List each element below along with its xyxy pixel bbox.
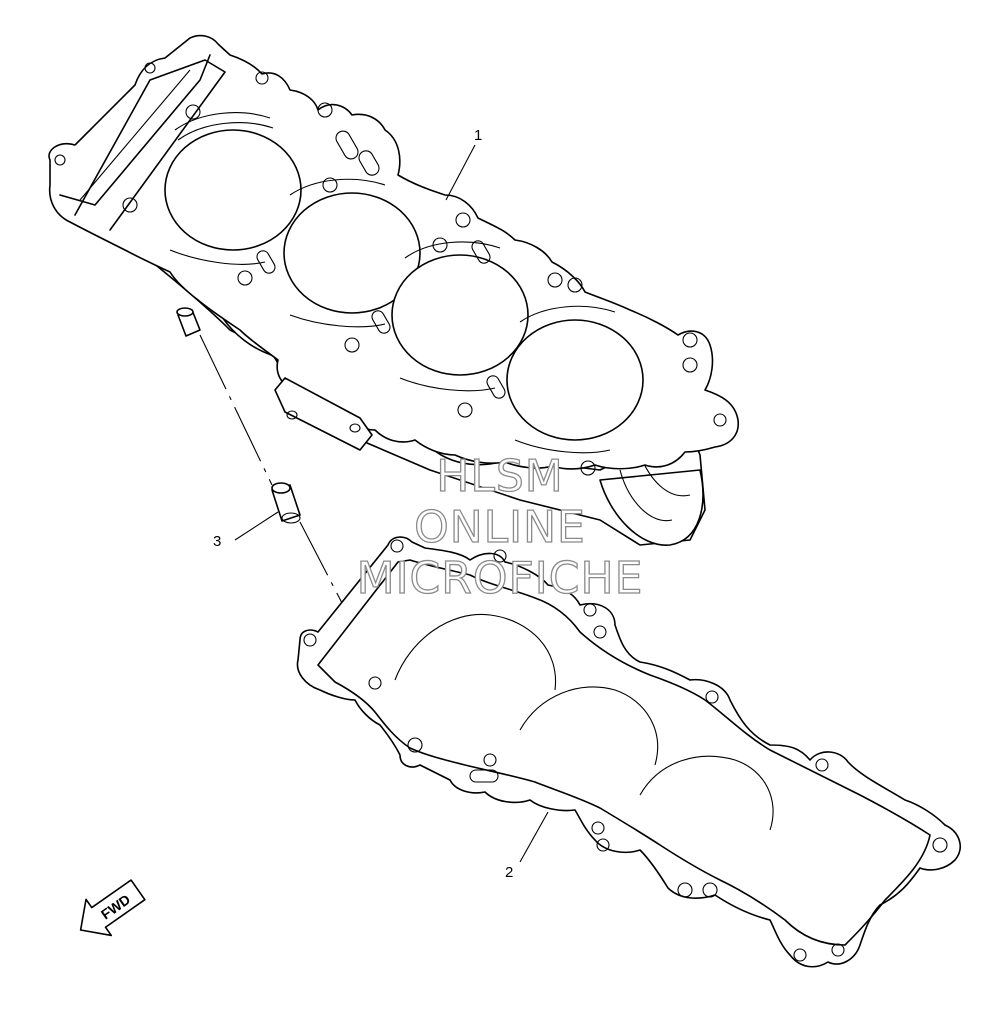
block-dowel — [176, 307, 201, 337]
callout-1: 1 — [445, 127, 482, 201]
fwd-arrow-badge: FWD — [79, 879, 146, 937]
callout-1-label: 1 — [474, 127, 482, 144]
callout-2-label: 2 — [505, 864, 513, 881]
watermark-line-3: MICROFICHE — [356, 553, 644, 604]
callout-2: 2 — [505, 811, 549, 881]
callout-3: 3 — [213, 511, 279, 550]
cylinder-block — [48, 34, 740, 546]
callout-3-label: 3 — [213, 533, 221, 550]
watermark-line-2: ONLINE — [413, 502, 586, 553]
watermark-line-1: HLSM — [436, 451, 564, 502]
dowel-pin — [271, 482, 301, 524]
cylinder-gasket — [296, 536, 961, 968]
